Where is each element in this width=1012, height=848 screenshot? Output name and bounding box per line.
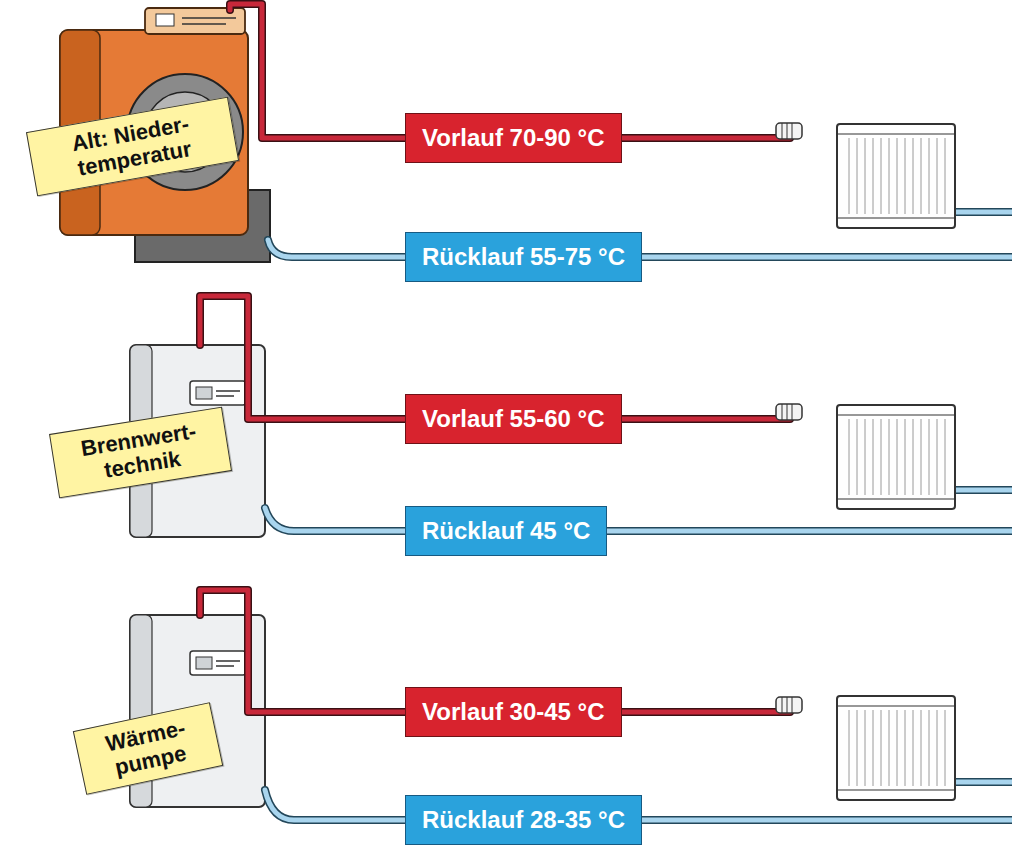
- return-temperature-box: Rücklauf 28-35 °C: [405, 795, 642, 846]
- thermostat-valve: [776, 697, 802, 713]
- return-temperature-box: Rücklauf 55-75 °C: [405, 232, 642, 283]
- label-text: Rücklauf 45 °C: [422, 517, 590, 546]
- flow-temperature-box: Vorlauf 70-90 °C: [405, 113, 622, 164]
- thermostat-valve: [776, 404, 802, 420]
- label-text: Vorlauf 30-45 °C: [422, 698, 605, 727]
- pipes: [200, 4, 1012, 820]
- radiator: [837, 405, 955, 509]
- flow-temperature-box: Vorlauf 30-45 °C: [405, 687, 622, 738]
- label-text: Vorlauf 70-90 °C: [422, 124, 605, 153]
- label-text: Vorlauf 55-60 °C: [422, 405, 605, 434]
- label-text: Rücklauf 55-75 °C: [422, 243, 625, 272]
- return-temperature-box: Rücklauf 45 °C: [405, 506, 607, 557]
- radiator: [837, 124, 955, 228]
- radiator: [837, 696, 955, 800]
- label-text: Rücklauf 28-35 °C: [422, 806, 625, 835]
- thermostat-valve: [776, 123, 802, 139]
- flow-temperature-box: Vorlauf 55-60 °C: [405, 394, 622, 445]
